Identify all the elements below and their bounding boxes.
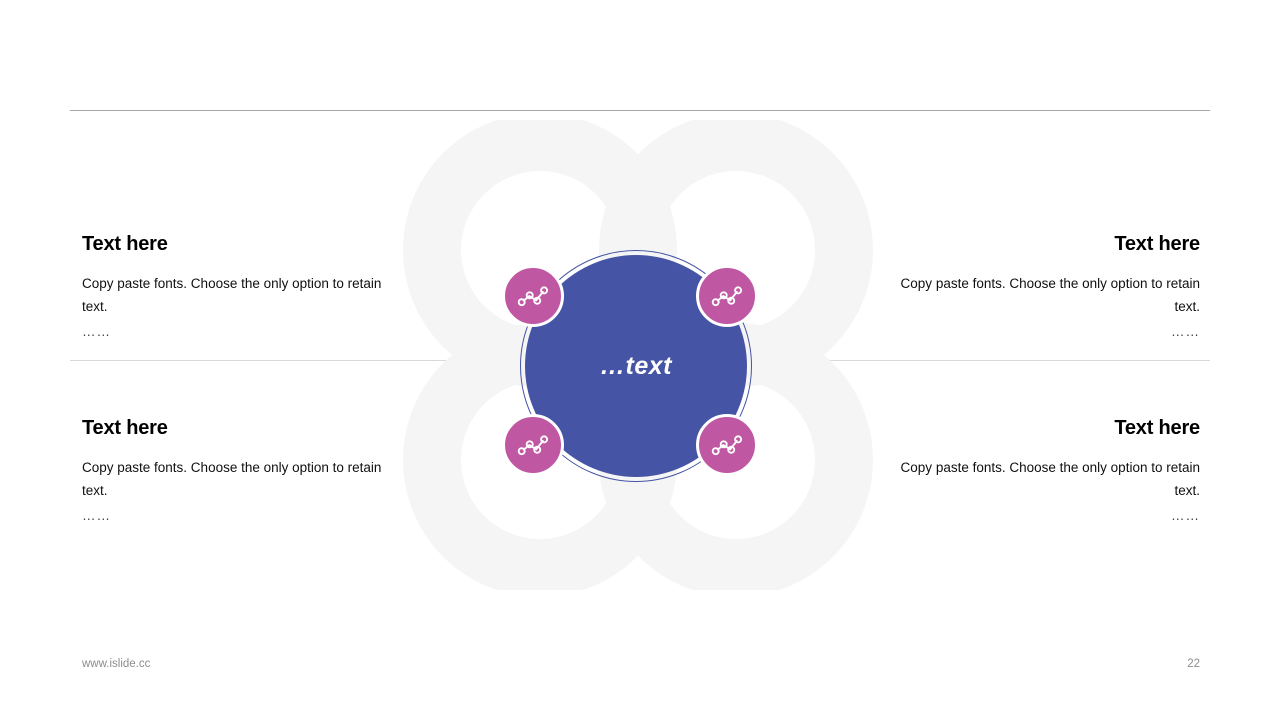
block-body: Copy paste fonts. Choose the only option…: [82, 460, 382, 499]
line-chart-icon: [711, 433, 743, 458]
text-block-top-right: Text here Copy paste fonts. Choose the o…: [898, 233, 1201, 344]
node-top-left[interactable]: [502, 265, 564, 327]
core-outline-ring: [520, 250, 752, 482]
line-chart-icon: [517, 433, 549, 458]
block-ellipsis: ……: [82, 324, 111, 340]
block-ellipsis: ……: [1171, 508, 1200, 524]
line-chart-icon: [711, 284, 743, 309]
text-block-bottom-right: Text here Copy paste fonts. Choose the o…: [898, 417, 1201, 528]
block-body: Copy paste fonts. Choose the only option…: [82, 276, 382, 315]
node-top-right[interactable]: [696, 265, 758, 327]
line-chart-icon: [517, 284, 549, 309]
text-block-top-left: Text here Copy paste fonts. Choose the o…: [82, 233, 382, 344]
block-ellipsis: ……: [1171, 324, 1200, 340]
node-bottom-left[interactable]: [502, 414, 564, 476]
block-heading: Text here: [82, 233, 168, 255]
footer-website-link[interactable]: www.islide.cc: [82, 658, 151, 670]
block-body: Copy paste fonts. Choose the only option…: [900, 460, 1200, 499]
block-body: Copy paste fonts. Choose the only option…: [900, 276, 1200, 315]
center-graphic: …text: [490, 230, 790, 490]
node-bottom-right[interactable]: [696, 414, 758, 476]
footer-page-number: 22: [1187, 658, 1200, 670]
block-heading: Text here: [82, 417, 168, 439]
text-block-bottom-left: Text here Copy paste fonts. Choose the o…: [82, 417, 382, 528]
core-label: …text: [600, 351, 672, 380]
block-heading: Text here: [1114, 417, 1200, 439]
block-heading: Text here: [1114, 233, 1200, 255]
block-ellipsis: ……: [82, 508, 111, 524]
divider-top: [70, 110, 1210, 111]
